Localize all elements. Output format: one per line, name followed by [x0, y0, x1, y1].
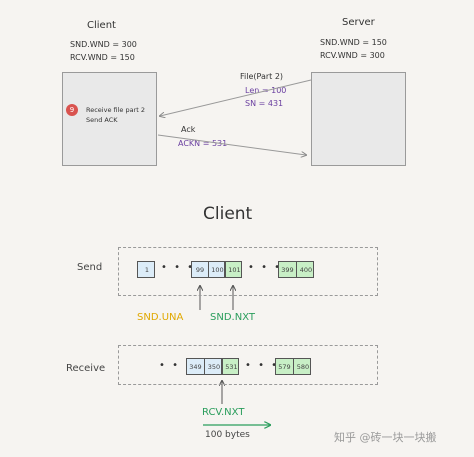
- client-panel: [62, 72, 157, 166]
- server-panel: [311, 72, 406, 166]
- client-rcv-wnd: RCV.WND = 150: [70, 53, 135, 62]
- send-dots-2: • • •: [248, 262, 283, 273]
- receive-cell-579: 579: [276, 359, 294, 374]
- ack-arrow: [157, 134, 306, 155]
- bottom-client-title: Client: [203, 204, 253, 224]
- watermark: 知乎 @砖一块一块搬: [334, 431, 437, 444]
- receive-buffer-box: [118, 345, 378, 385]
- step-badge: 9: [66, 104, 78, 116]
- file-message-label: File(Part 2): [240, 72, 284, 81]
- file-sn-label: SN = 431: [245, 99, 284, 108]
- receive-label: Receive: [66, 363, 106, 374]
- send-dots-1: • • •: [161, 262, 196, 273]
- snd-una-label: SND.UNA: [137, 312, 184, 323]
- rcv-nxt-label: RCV.NXT: [202, 407, 245, 418]
- bytes-label: 100 bytes: [205, 430, 250, 440]
- send-buffer-box: [118, 247, 378, 296]
- receive-dots-2: • • •: [245, 360, 280, 371]
- receive-cells-349-350: 349 350: [186, 358, 222, 375]
- send-cells-99-100: 99 100: [191, 261, 225, 278]
- server-title: Server: [342, 17, 375, 28]
- client-snd-wnd: SND.WND = 300: [70, 40, 137, 49]
- client-title: Client: [87, 20, 116, 31]
- send-cells-399-400: 399 400: [278, 261, 314, 278]
- send-cell-1: 1: [137, 261, 155, 278]
- ack-message-label: Ack: [181, 125, 196, 134]
- send-cell-100: 100: [211, 265, 224, 274]
- send-cell-101: 101: [225, 261, 242, 278]
- send-cell-101-value: 101: [228, 265, 241, 274]
- client-note-2: Send ACK: [86, 116, 118, 124]
- snd-nxt-label: SND.NXT: [210, 312, 255, 323]
- step-number: 9: [69, 106, 75, 114]
- send-label: Send: [77, 262, 103, 273]
- receive-cells-579-580: 579 580: [275, 358, 311, 375]
- client-note-1: Receive file part 2: [86, 106, 146, 114]
- server-snd-wnd: SND.WND = 150: [320, 38, 387, 47]
- file-arrow: [160, 79, 312, 116]
- send-cell-400: 400: [299, 265, 313, 274]
- receive-dots-1: • • •: [159, 360, 194, 371]
- receive-cell-531: 531: [222, 358, 239, 375]
- send-cell-99: 99: [192, 262, 209, 277]
- receive-cell-580: 580: [296, 362, 310, 371]
- send-cell-1-value: 1: [144, 265, 150, 274]
- receive-cell-349: 349: [187, 359, 205, 374]
- send-cell-399: 399: [279, 262, 297, 277]
- receive-cell-350: 350: [207, 362, 221, 371]
- receive-cell-531-value: 531: [225, 362, 238, 371]
- server-rcv-wnd: RCV.WND = 300: [320, 51, 385, 60]
- ack-n-label: ACKN = 531: [178, 139, 228, 148]
